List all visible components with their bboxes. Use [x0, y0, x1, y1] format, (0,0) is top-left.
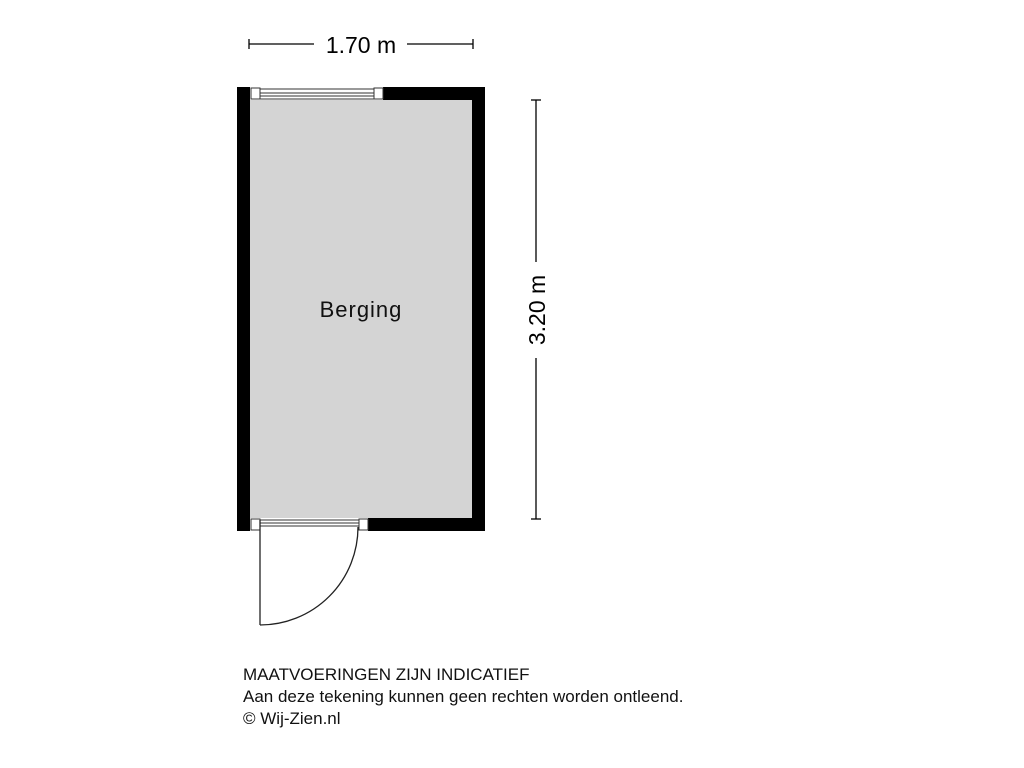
- disclaimer-heading: MAATVOERINGEN ZIJN INDICATIEF: [243, 665, 530, 684]
- copyright: © Wij-Zien.nl: [243, 709, 341, 728]
- height-dimension-line: [531, 99, 541, 520]
- width-dimension-label: 1.70 m: [326, 32, 396, 58]
- room-floor: [250, 100, 472, 518]
- width-dimension-line: [248, 39, 474, 49]
- door-swing-arc: [259, 526, 359, 626]
- room-label: Berging: [320, 297, 403, 322]
- height-dimension-label: 3.20 m: [524, 275, 550, 345]
- door: [250, 518, 369, 626]
- disclaimer-text: Aan deze tekening kunnen geen rechten wo…: [243, 687, 684, 706]
- window: [250, 87, 384, 100]
